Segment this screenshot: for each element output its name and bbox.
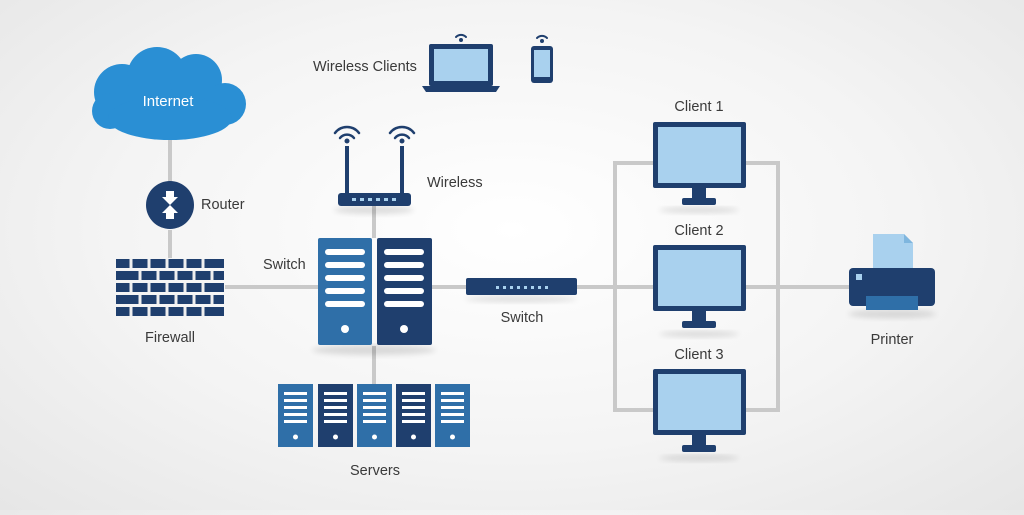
servers-label: Servers bbox=[350, 463, 400, 479]
server-rack-icons bbox=[278, 384, 470, 447]
wireless-router-icon bbox=[333, 125, 416, 214]
server-icon-5 bbox=[435, 384, 470, 447]
smartphone-icon bbox=[531, 34, 553, 83]
cloud-icon bbox=[92, 47, 246, 140]
wireless-clients-label: Wireless Clients bbox=[313, 59, 417, 75]
client1-label: Client 1 bbox=[674, 99, 724, 115]
switch-center-label: Switch bbox=[500, 310, 544, 326]
server-icon-4 bbox=[396, 384, 431, 447]
connector-client-loop-left bbox=[613, 161, 655, 412]
server-icon-1 bbox=[278, 384, 313, 447]
monitor-icon-client1 bbox=[653, 122, 746, 213]
client2-label: Client 2 bbox=[674, 223, 724, 239]
printer-label: Printer bbox=[870, 332, 914, 348]
monitor-icon-client3 bbox=[653, 369, 746, 461]
connectors bbox=[168, 140, 850, 412]
switch-left-label: Switch bbox=[263, 257, 306, 273]
monitor-icon-client2 bbox=[653, 245, 746, 337]
wireless-label: Wireless bbox=[427, 175, 483, 191]
router-icon bbox=[146, 181, 194, 229]
firewall-label: Firewall bbox=[145, 330, 195, 346]
client3-label: Client 3 bbox=[674, 347, 724, 363]
server-icon-2 bbox=[318, 384, 353, 447]
server-icon-main bbox=[312, 238, 436, 355]
printer-icon bbox=[848, 234, 936, 318]
firewall-icon bbox=[116, 259, 224, 316]
switch-icon bbox=[465, 278, 577, 302]
laptop-icon bbox=[422, 33, 500, 92]
internet-label: Internet bbox=[142, 93, 194, 110]
server-icon-3 bbox=[357, 384, 392, 447]
router-label: Router bbox=[201, 197, 245, 213]
